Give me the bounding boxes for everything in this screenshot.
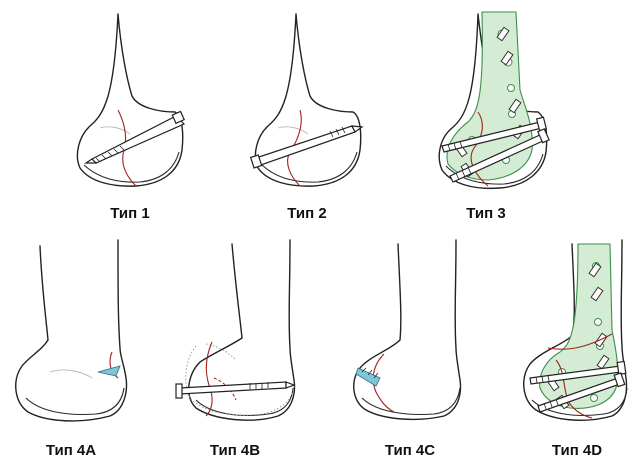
panel-label: Тип 2: [287, 205, 326, 222]
panel-type-1: Тип 1: [77, 14, 184, 222]
panel-label: Тип 3: [466, 205, 505, 222]
panel-label: Тип 4B: [210, 442, 260, 459]
humerus-outline: [354, 240, 461, 419]
panel-type-4d: Тип 4D: [524, 240, 627, 459]
plate: [447, 12, 532, 180]
panel-label: Тип 1: [110, 205, 149, 222]
panel-label: Тип 4A: [46, 442, 96, 459]
panel-type-4b: Тип 4B: [176, 240, 294, 459]
panel-label: Тип 4D: [552, 442, 602, 459]
panel-type-3: Тип 3: [439, 12, 549, 222]
humerus-outline: [16, 240, 127, 421]
panel-label: Тип 4C: [385, 442, 435, 459]
panel-type-4c: Тип 4C: [354, 240, 461, 459]
panel-type-4a: Тип 4A: [16, 240, 127, 459]
panel-type-2: Тип 2: [251, 14, 362, 222]
